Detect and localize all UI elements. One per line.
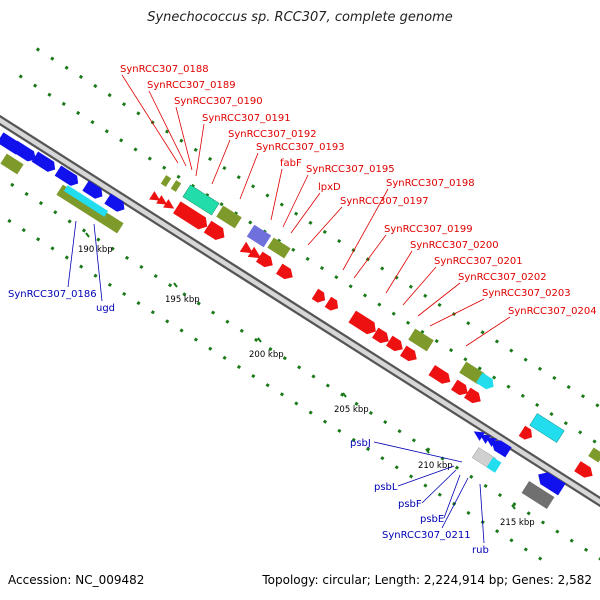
gene-label-synrcc307_0192[interactable]: SynRCC307_0192 — [228, 129, 317, 140]
gene-olive-4 — [459, 361, 485, 385]
reverse-strand-genes — [10, 140, 600, 509]
gene-cyan-2 — [529, 413, 565, 443]
accession-text: Accession: NC_009482 — [8, 573, 145, 587]
gene-label-synrcc307_0200[interactable]: SynRCC307_0200 — [410, 240, 499, 251]
gene-label-psbe[interactable]: psbE — [420, 514, 444, 525]
gene-label-psbl[interactable]: psbL — [374, 482, 398, 493]
gene-label-synrcc307_0195[interactable]: SynRCC307_0195 — [306, 164, 395, 175]
gene-olive-2 — [267, 237, 291, 259]
scale-tick-label: 210 kbp — [418, 461, 453, 471]
scale-tick-label: 200 kbp — [249, 350, 284, 360]
gene-olive-small-1 — [160, 175, 172, 187]
gene-label-synrcc307_0191[interactable]: SynRCC307_0191 — [202, 113, 291, 124]
gene-cyan-1 — [476, 372, 494, 390]
gene-label-synrcc307_0193[interactable]: SynRCC307_0193 — [256, 142, 345, 153]
genome-backbone — [0, 114, 600, 508]
scale-tick-label: 195 kbp — [165, 295, 200, 305]
gene-label-synrcc307_0188[interactable]: SynRCC307_0188 — [120, 64, 209, 75]
gene-label-fabf[interactable]: fabF — [280, 158, 302, 169]
gene-label-psbf[interactable]: psbF — [398, 499, 422, 510]
gene-olive-small-2 — [170, 180, 182, 192]
gene-label-synrcc307_0202[interactable]: SynRCC307_0202 — [458, 272, 547, 283]
gene-label-synrcc307_0199[interactable]: SynRCC307_0199 — [384, 224, 473, 235]
summary-text: Topology: circular; Length: 2,224,914 bp… — [262, 573, 592, 587]
gene-label-synrcc307_0201[interactable]: SynRCC307_0201 — [434, 256, 523, 267]
scale-tick-label: 215 kbp — [500, 518, 535, 528]
map-title: Synechococcus sp. RCC307, complete genom… — [147, 10, 453, 25]
gene-label-rub[interactable]: rub — [472, 545, 489, 556]
gene-label-synrcc307_0204[interactable]: SynRCC307_0204 — [508, 306, 597, 317]
scale-tick-label: 205 kbp — [334, 405, 369, 415]
gene-purple — [246, 224, 272, 248]
gene-label-synrcc307_0197[interactable]: SynRCC307_0197 — [340, 196, 429, 207]
gene-label-synrcc307_0203[interactable]: SynRCC307_0203 — [482, 288, 571, 299]
forward-strand-genes — [160, 175, 565, 443]
kbp-scale: 190 kbp 195 kbp 200 kbp 205 kbp 210 kbp 215 k… — [78, 232, 535, 528]
gene-aqua — [182, 184, 220, 216]
gene-label-ugd[interactable]: ugd — [96, 303, 115, 314]
gene-label-synrcc307_0211[interactable]: SynRCC307_0211 — [382, 530, 471, 541]
gene-labels: SynRCC307_0188SynRCC307_0189SynRCC307_01… — [8, 64, 597, 556]
gene-label-synrcc307_0198[interactable]: SynRCC307_0198 — [386, 178, 475, 189]
label-leaders — [67, 74, 511, 544]
dotted-tracks — [7, 47, 600, 562]
gene-label-synrcc307_0190[interactable]: SynRCC307_0190 — [174, 96, 263, 107]
gene-olive-3 — [408, 328, 434, 352]
scale-tick-label: 190 kbp — [78, 245, 113, 255]
gene-olive-1 — [216, 205, 242, 229]
gene-label-lpxd[interactable]: lpxD — [318, 182, 341, 193]
gene-label-synrcc307_0186[interactable]: SynRCC307_0186 — [8, 289, 97, 300]
gene-label-psbj[interactable]: psbJ — [350, 438, 371, 449]
gene-label-synrcc307_0189[interactable]: SynRCC307_0189 — [147, 80, 236, 91]
